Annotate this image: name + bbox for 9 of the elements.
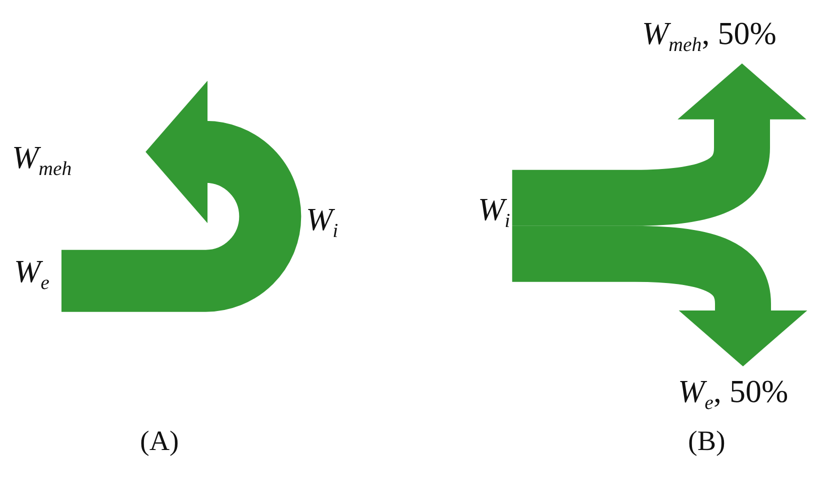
flow-arrow bbox=[512, 63, 806, 226]
flow-label: W$_{e}$, 50% bbox=[678, 372, 788, 416]
flow-arrow bbox=[512, 226, 808, 366]
flow-label: W$_{e}$ bbox=[14, 252, 50, 296]
flow-label: W$_{i}$ bbox=[478, 190, 510, 234]
panel-label: (B) bbox=[688, 425, 726, 459]
flow-label: W$_{meh}$ bbox=[12, 138, 72, 182]
panel-label: (A) bbox=[140, 425, 179, 459]
flow-label: W$_{meh}$, 50% bbox=[642, 14, 776, 58]
